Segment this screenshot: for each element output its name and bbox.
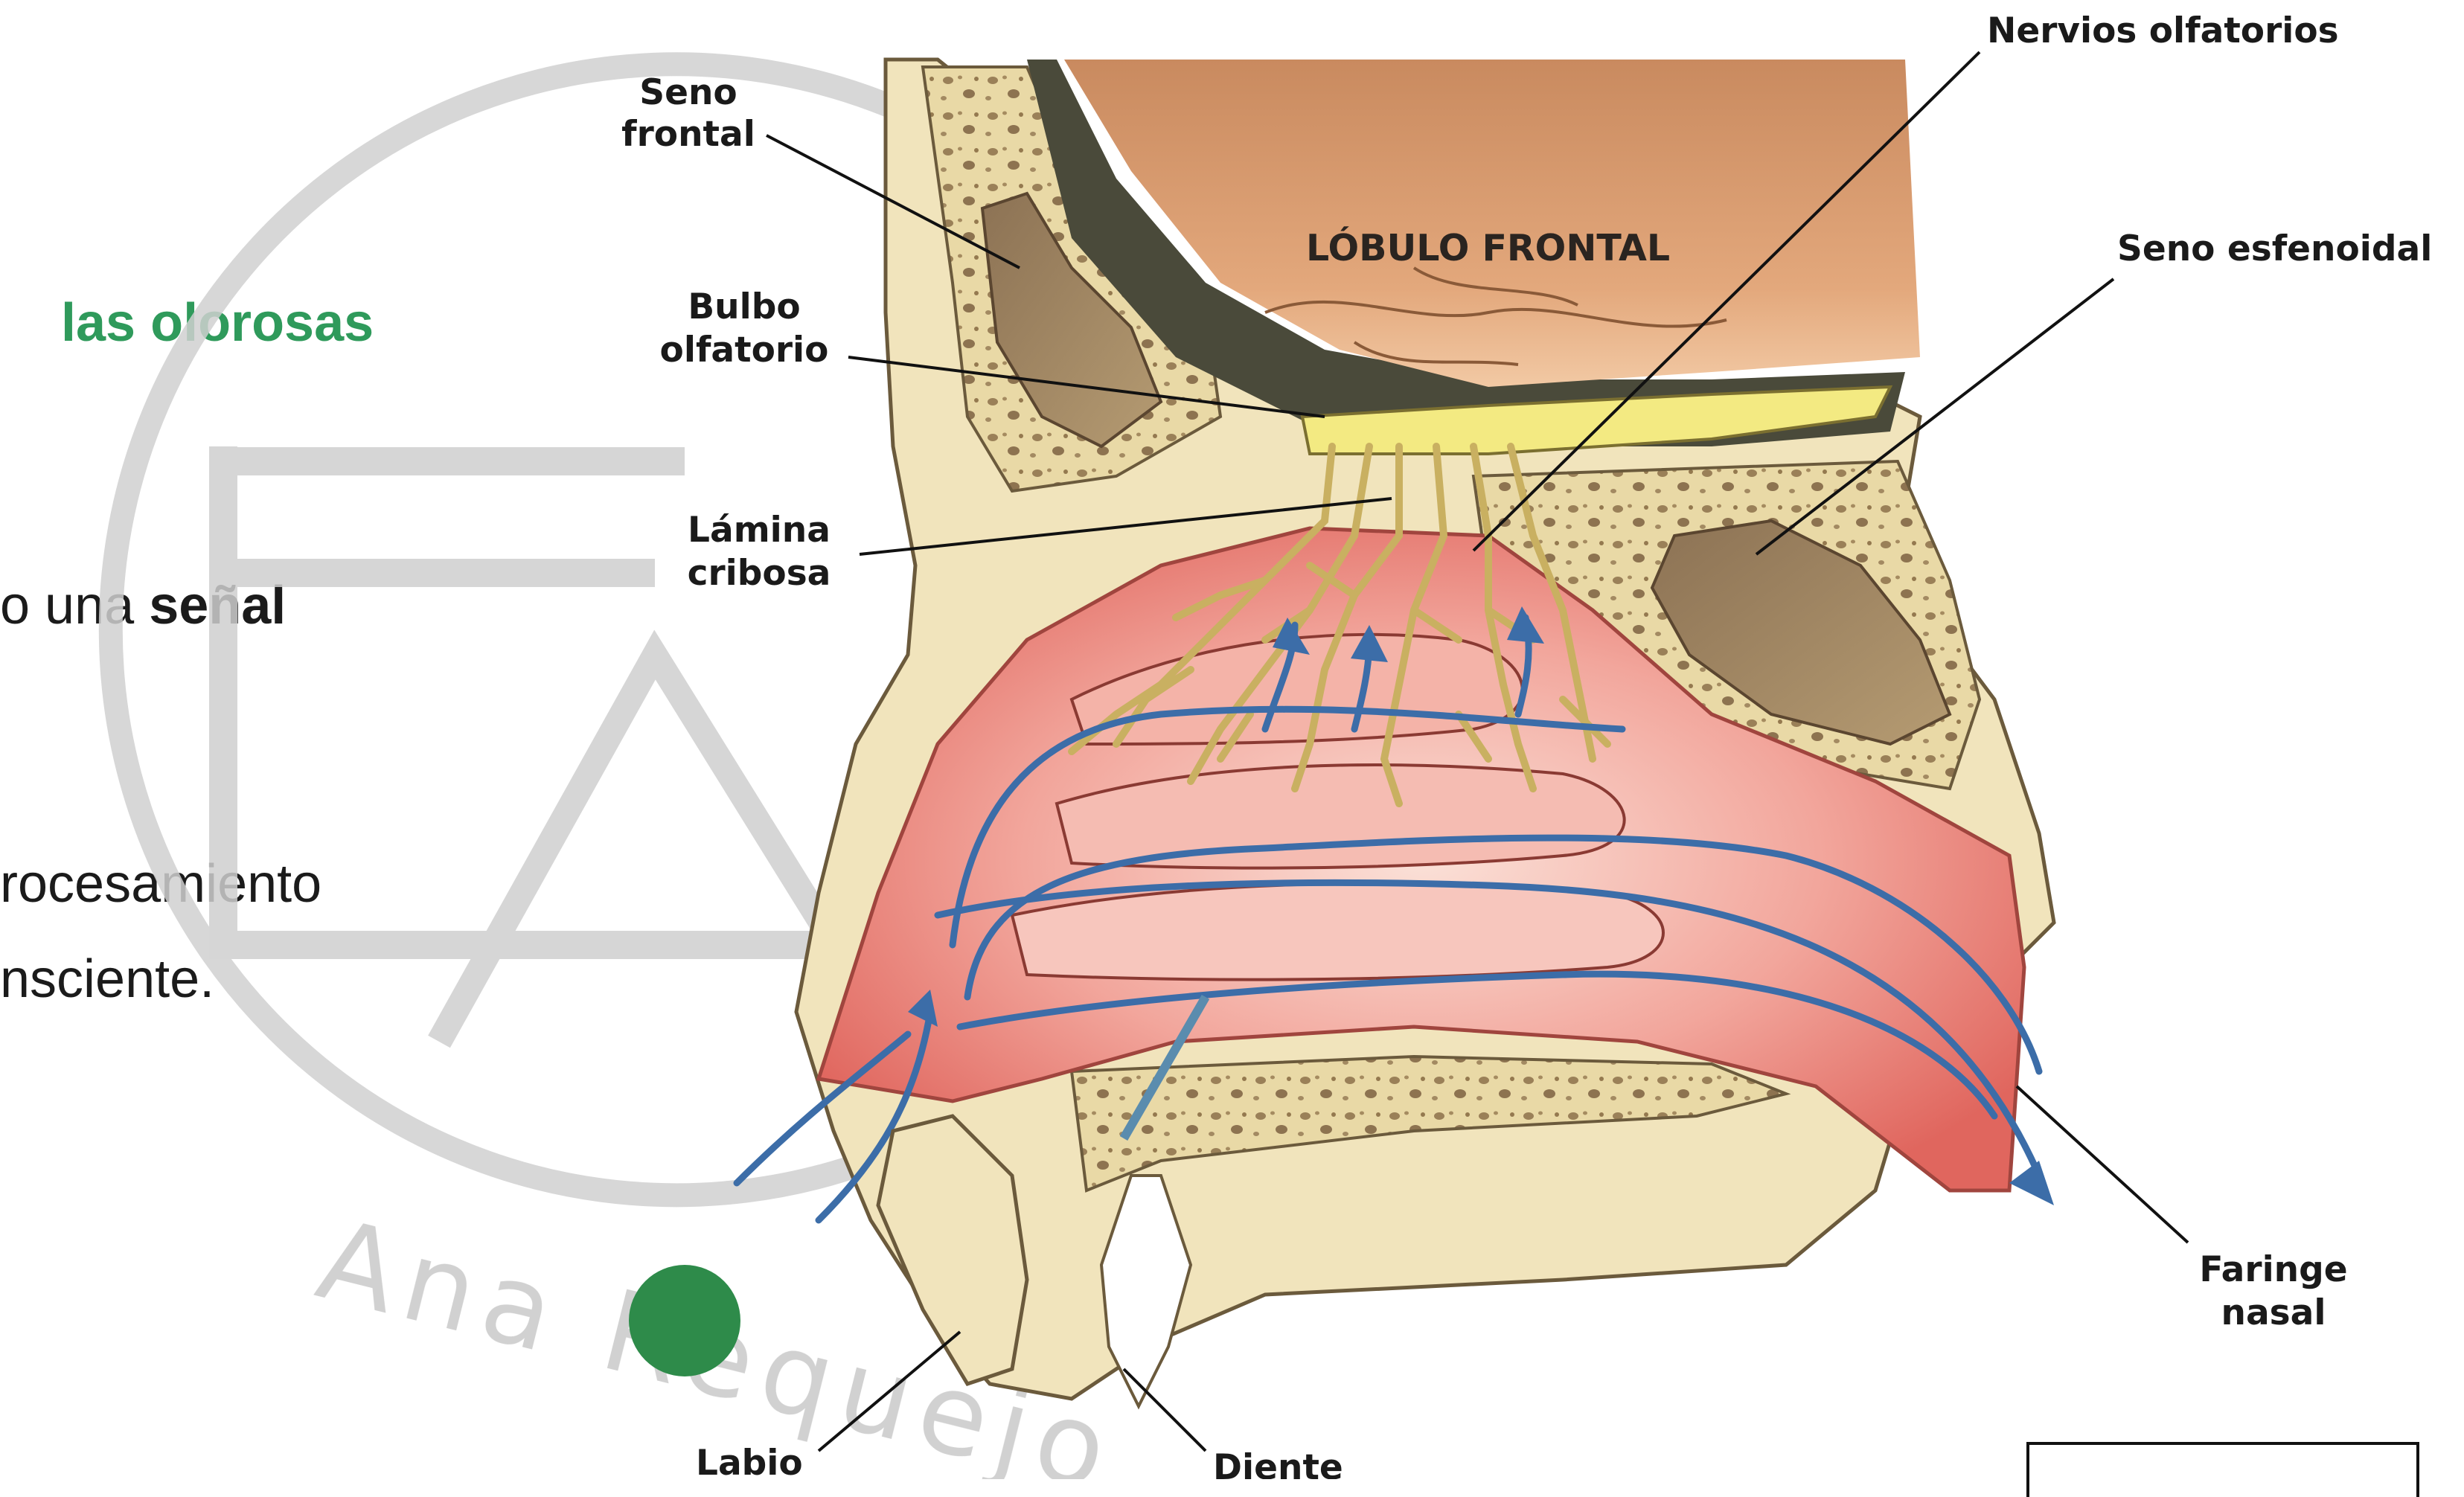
- label-labio: Labio: [696, 1443, 803, 1479]
- label-lobulo-frontal: LÓBULO FRONTAL: [1306, 225, 1670, 269]
- label-faringe-1: Faringe: [2199, 1249, 2347, 1290]
- label-lamina-2: cribosa: [688, 553, 831, 594]
- label-seno-frontal-2: frontal: [621, 114, 755, 155]
- label-seno-frontal-1: Seno: [639, 72, 737, 113]
- inferior-turbinate: [1012, 884, 1663, 980]
- label-lamina-1: Lámina: [688, 510, 831, 551]
- label-nervios-olfatorios: Nervios olfatorios: [1987, 10, 2339, 51]
- label-bulbo-1: Bulbo: [688, 286, 800, 327]
- label-faringe-2: nasal: [2221, 1292, 2326, 1333]
- green-dot: [629, 1265, 740, 1376]
- label-seno-esfenoidal: Seno esfenoidal: [2117, 228, 2432, 269]
- label-bulbo-2: olfatorio: [660, 330, 829, 371]
- corner-box: [2026, 1442, 2419, 1497]
- label-diente: Diente: [1213, 1447, 1343, 1479]
